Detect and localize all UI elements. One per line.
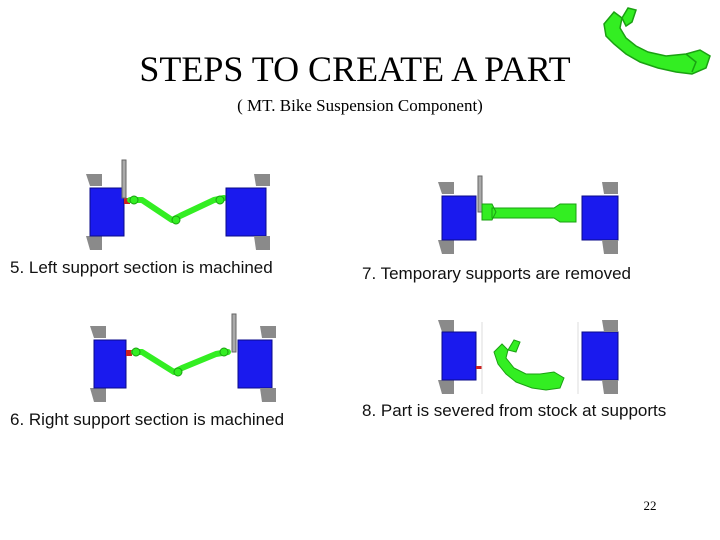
step-7-illustration xyxy=(438,175,619,254)
step-5-illustration xyxy=(86,159,270,250)
step-5-caption: 5. Left support section is machined xyxy=(10,258,273,277)
slide-subtitle: ( MT. Bike Suspension Component) xyxy=(237,96,483,115)
step-6-caption: 6. Right support section is machined xyxy=(10,410,285,429)
step-6-illustration xyxy=(90,313,276,402)
step-8-caption: 8. Part is severed from stock at support… xyxy=(362,401,667,420)
step-8-illustration xyxy=(438,320,619,394)
slide-title: STEPS TO CREATE A PART xyxy=(139,49,571,89)
page-number: 22 xyxy=(643,498,657,513)
step-7-caption: 7. Temporary supports are removed xyxy=(362,264,631,283)
suspension-part-logo xyxy=(603,7,711,75)
